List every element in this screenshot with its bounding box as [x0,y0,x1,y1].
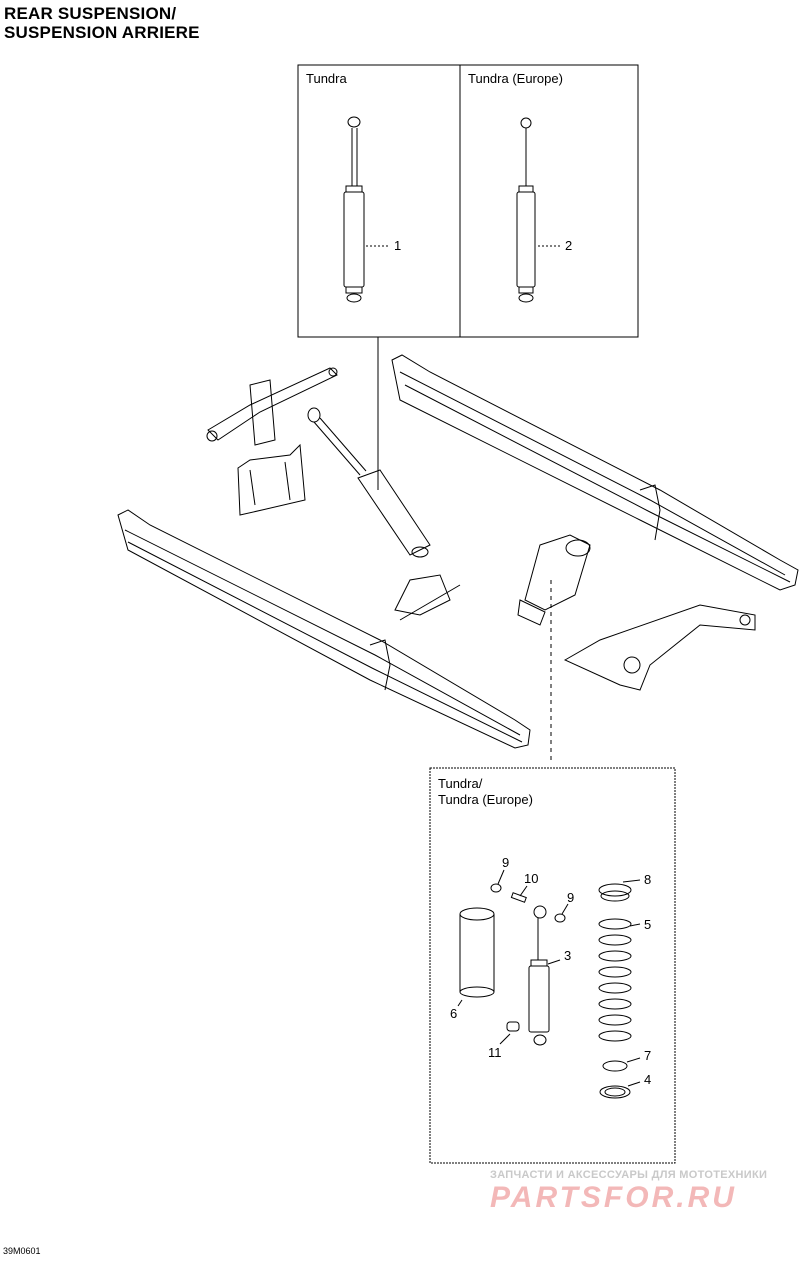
callout-7: 7 [644,1048,652,1063]
bottom-box-label-1: Tundra/ [438,776,483,791]
bolt-10 [510,892,527,903]
lower-bracket [394,574,461,621]
callout-8: 8 [644,872,652,887]
top-box-right-label: Tundra (Europe) [468,71,563,86]
washer-9a [490,883,502,893]
front-bracket [237,443,306,516]
page-title: REAR SUSPENSION/ SUSPENSION ARRIERE [4,4,200,42]
callout-5: 5 [644,917,652,932]
ring-4 [599,1085,631,1099]
washer-9b [554,913,566,923]
callout-1: 1 [394,238,402,253]
rear-arm [563,604,756,691]
watermark-logo: PARTSFOR.RU [490,1181,737,1214]
callout-leaders [457,869,641,1087]
shock-absorber-3 [528,905,550,1046]
rear-shock-assembly [517,534,591,760]
watermark-tagline: ЗАПЧАСТИ И АКСЕССУАРЫ ДЛЯ МОТОТЕХНИКИ [490,1169,768,1181]
callout-11: 11 [488,1045,502,1060]
callout-2: 2 [565,238,573,253]
callout-3: 3 [564,948,572,963]
callout-6: 6 [450,1006,458,1021]
title-line-2: SUSPENSION ARRIERE [4,23,200,42]
coil-spring-5 [598,918,632,1042]
bottom-variant-box [429,767,676,1164]
callout-4: 4 [644,1072,652,1087]
callout-9a: 9 [502,855,510,870]
bushing-6 [459,907,495,998]
title-line-1: REAR SUSPENSION/ [4,4,177,23]
ring-7 [602,1060,628,1072]
front-shock-assembly [307,407,431,558]
spring-seat-8 [598,883,632,902]
front-arm [206,367,338,446]
callout-10: 10 [524,871,539,886]
right-slide-rail [391,354,799,591]
bottom-box-label-2: Tundra (Europe) [438,792,533,807]
left-slide-rail [117,509,531,749]
diagram-code: 39M0601 [3,1246,41,1256]
bushing-11 [506,1021,520,1032]
callout-9b: 9 [567,890,575,905]
shock-absorber-1 [343,116,390,303]
shock-absorber-2 [516,117,560,303]
top-box-left-label: Tundra [306,71,347,86]
top-variant-box [297,64,639,338]
